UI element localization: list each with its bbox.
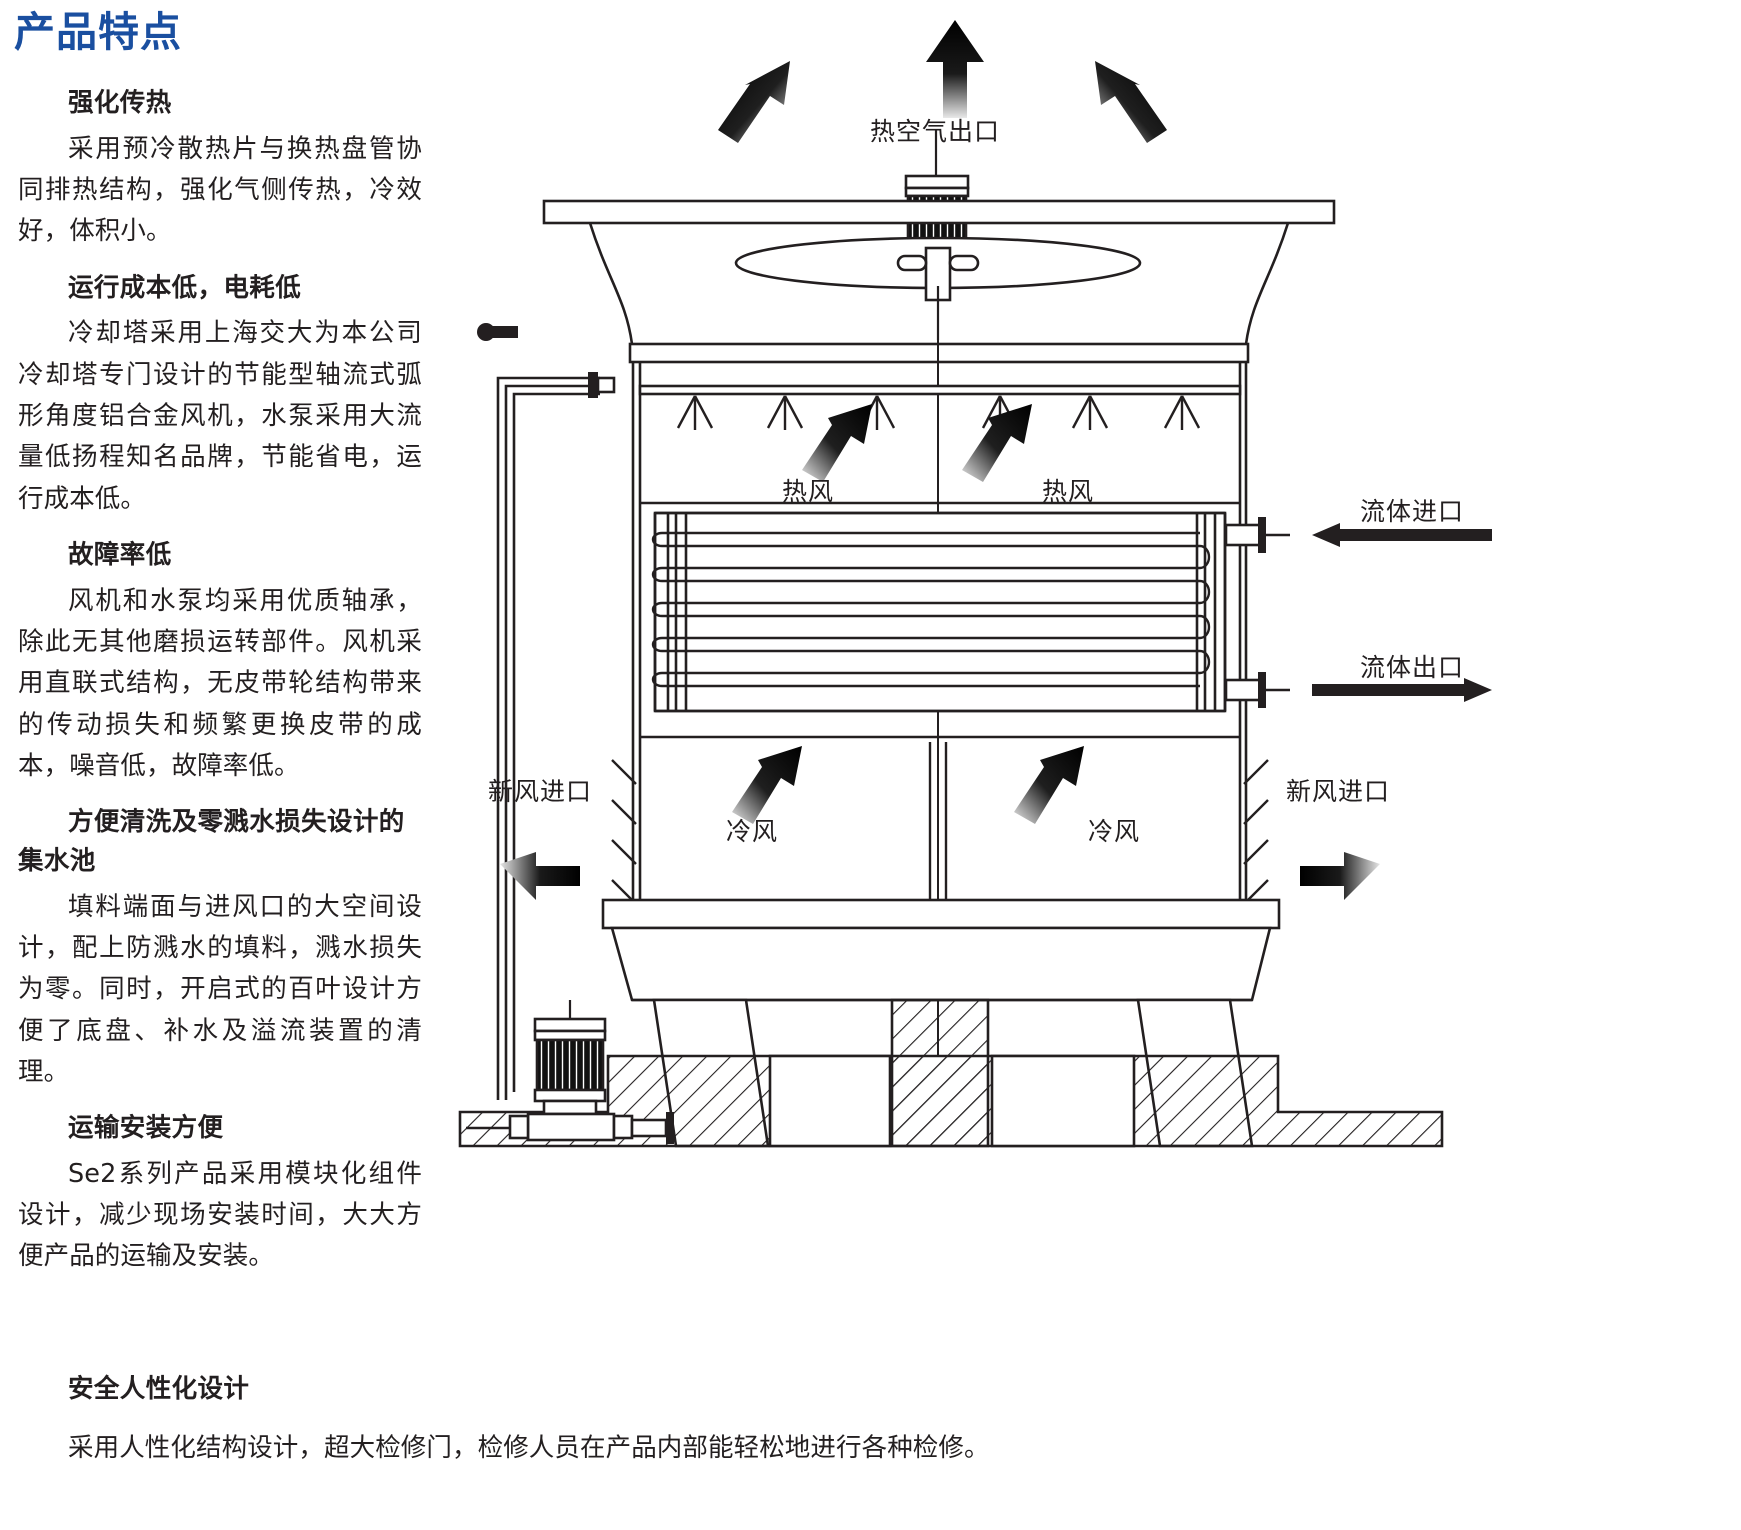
feature-heading: 方便清洗及零溅水损失设计的集水池 — [18, 807, 405, 876]
fan-deck — [542, 199, 1336, 225]
feature-heading: 运行成本低，电耗低 — [68, 272, 302, 303]
louver-right — [1243, 759, 1269, 905]
feature-block-5: 运输安装方便 Se2系列产品采用模块化组件设计，减少现场安装时间，大大方便产品的… — [18, 1109, 422, 1278]
heat-exchange-coil — [651, 511, 1227, 713]
label-hot-air-right: 热风 — [1042, 477, 1095, 506]
circulation-pump — [466, 1000, 674, 1144]
feature-block-4: 方便清洗及零溅水损失设计的集水池 填料端面与进风口的大空间设计，配上防溅水的填料… — [18, 803, 422, 1093]
feature-heading: 强化传热 — [68, 88, 172, 118]
label-hot-air-outlet: 热空气出口 — [870, 117, 1001, 146]
feature-body: 冷却塔采用上海交大为本公司冷却塔专门设计的节能型轴流式弧形角度铝合金风机，水泵采… — [18, 318, 422, 514]
water-basin — [601, 898, 1281, 1002]
feature-text-column: 强化传热 采用预冷散热片与换热盘管协同排热结构，强化气侧传热，冷效好，体积小。 … — [18, 84, 422, 1294]
fan-cowl-left — [588, 222, 634, 345]
fluid-inlet-nozzle — [1224, 517, 1290, 553]
spray-header — [638, 384, 1242, 396]
feature-body: Se2系列产品采用模块化组件设计，减少现场安装时间，大大方便产品的运输及安装。 — [18, 1158, 422, 1272]
label-fluid-outlet: 流体出口 — [1360, 653, 1465, 682]
hot-air-exhaust-arrows — [718, 20, 1167, 143]
label-fresh-air-inlet-right: 新风进口 — [1286, 777, 1391, 806]
hot-air-arrows — [802, 404, 1032, 482]
feature-block-1: 强化传热 采用预冷散热片与换热盘管协同排热结构，强化气侧传热，冷效好，体积小。 — [18, 84, 422, 253]
label-cold-air-right: 冷风 — [1088, 817, 1141, 846]
feature-heading: 安全人性化设计 — [68, 1374, 250, 1404]
feature-heading: 运输安装方便 — [68, 1113, 224, 1144]
label-cold-air-left: 冷风 — [726, 817, 779, 846]
fluid-inlet-arrow — [1312, 523, 1492, 547]
fluid-outlet-arrow — [1312, 678, 1492, 702]
fresh-air-arrow-left — [500, 852, 580, 900]
feature-block-6-heading-wrap: 安全人性化设计 — [18, 1370, 618, 1409]
page-title: 产品特点 — [14, 8, 182, 56]
feature-body: 填料端面与进风口的大空间设计，配上防溅水的填料，溅水损失为零。同时，开启式的百叶… — [18, 891, 422, 1087]
concrete-foundation — [458, 1054, 1444, 1148]
label-fluid-inlet: 流体进口 — [1360, 497, 1465, 526]
fan-cowl-right — [1244, 222, 1290, 345]
feature-body: 采用人性化结构设计，超大检修门，检修人员在产品内部能轻松地进行各种检修。 — [68, 1433, 990, 1463]
cooling-tower-diagram: 热空气出口 热风 热风 流体进口 流体出口 新风进口 新风进口 冷风 冷风 — [440, 0, 1741, 1160]
feature-block-2: 运行成本低，电耗低 冷却塔采用上海交大为本公司冷却塔专门设计的节能型轴流式弧形角… — [18, 269, 422, 520]
cooling-tower-svg — [458, 20, 1492, 1148]
label-fresh-air-inlet-left: 新风进口 — [488, 777, 593, 806]
fan-blade — [734, 236, 1142, 302]
feature-heading: 故障率低 — [68, 539, 172, 570]
feature-block-3: 故障率低 风机和水泵均采用优质轴承，除此无其他磨损运转部件。风机采用直联式结构，… — [18, 536, 422, 787]
feature-body: 风机和水泵均采用优质轴承，除此无其他磨损运转部件。风机采用直联式结构，无皮带轮结… — [18, 585, 422, 781]
feature-body: 采用预冷散热片与换热盘管协同排热结构，强化气侧传热，冷效好，体积小。 — [18, 133, 422, 247]
cold-air-arrows — [732, 746, 1084, 824]
feature-block-6-body-wrap: 采用人性化结构设计，超大检修门，检修人员在产品内部能轻松地进行各种检修。 — [18, 1428, 1518, 1469]
label-hot-air-left: 热风 — [782, 477, 835, 506]
riser-pipe — [477, 323, 616, 1100]
fluid-outlet-nozzle — [1224, 672, 1290, 708]
fresh-air-arrow-right — [1300, 852, 1380, 900]
